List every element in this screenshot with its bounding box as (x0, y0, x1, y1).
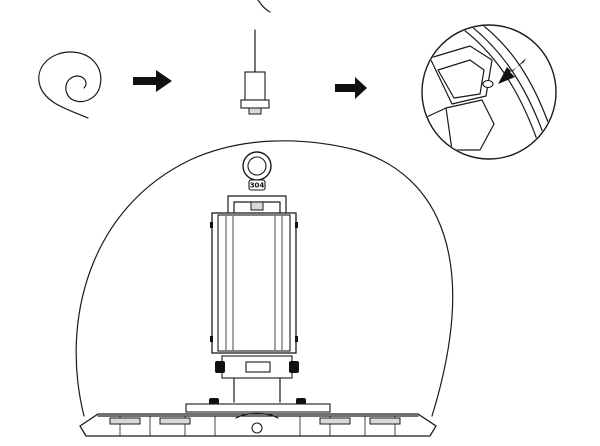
eye-bolt-icon: 304 (242, 151, 272, 191)
arrow-right-icon (133, 70, 172, 92)
heat-sink-plate (185, 403, 331, 413)
dome-outline (75, 140, 454, 417)
mounting-bracket (227, 195, 287, 215)
adjust-knob-icon (289, 361, 299, 373)
driver-box (210, 212, 298, 354)
center-hole-icon (251, 422, 263, 434)
lower-yoke (209, 355, 306, 408)
safety-cable-coil-icon (38, 51, 102, 119)
hook-attachment-icon (240, 29, 270, 115)
detail-zoom-circle (421, 24, 557, 160)
top-fragment (257, 0, 271, 13)
fixing-hole-icon (482, 79, 494, 89)
arrow-right-icon (335, 77, 367, 99)
shade-ring (79, 412, 437, 437)
adjust-knob-icon (215, 361, 225, 373)
arrow-pointer-icon (498, 58, 526, 84)
eyebolt-marking: 304 (250, 182, 265, 190)
